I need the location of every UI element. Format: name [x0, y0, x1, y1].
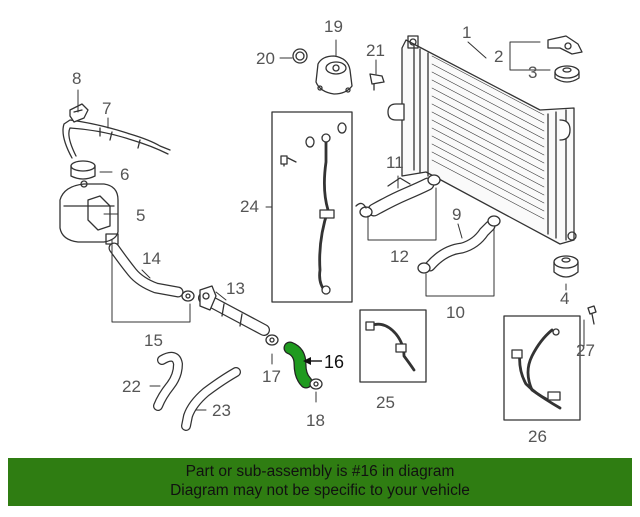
label-part-20: 20: [256, 49, 275, 68]
label-part-2: 2: [494, 47, 503, 66]
coolant-pipe-part: [198, 285, 270, 336]
radiator-part: [387, 35, 577, 245]
sub-assembly-box-24: [271, 111, 367, 303]
label-part-26: 26: [528, 427, 547, 446]
hose-clamps-12: [359, 174, 441, 218]
banner-line-2: Diagram may not be specific to your vehi…: [170, 482, 470, 499]
reservoir-cap-part: [70, 160, 96, 180]
label-part-12: 12: [390, 247, 409, 266]
sensor-part-21: [369, 73, 385, 91]
highlighted-hose-16: [283, 341, 313, 389]
label-part-7: 7: [102, 99, 111, 118]
label-part-13: 13: [226, 279, 245, 298]
label-part-16: 16: [324, 352, 344, 372]
label-part-6: 6: [120, 165, 129, 184]
hose-clamps-10: [417, 215, 501, 274]
sub-assembly-box-26: [503, 315, 581, 421]
hose-part-23: [181, 367, 241, 431]
label-part-22: 22: [122, 377, 141, 396]
thermostat-housing-part: [315, 55, 353, 95]
coolant-reservoir-part: [59, 180, 119, 245]
label-part-25: 25: [376, 393, 395, 412]
label-part-17: 17: [262, 367, 281, 386]
gasket-part-20: [292, 48, 308, 64]
label-part-4: 4: [560, 289, 569, 308]
part-labels: 1 2 3 4 5 6 7 8 9 10 11 12 13 14 15 16 1…: [72, 17, 595, 446]
label-part-21: 21: [366, 41, 385, 60]
hose-clip-part: [69, 103, 89, 123]
lower-mount-part: [553, 255, 579, 278]
sub-assembly-box-25: [359, 309, 427, 383]
overflow-hose-part: [62, 119, 171, 159]
banner-line-1: Part or sub-assembly is #16 in diagram: [185, 463, 455, 480]
bolt-part-27: [587, 305, 597, 325]
label-part-1: 1: [462, 23, 471, 42]
upper-bracket-part: [547, 35, 583, 55]
label-part-19: 19: [324, 17, 343, 36]
upper-radiator-hose-part: [367, 177, 435, 217]
hose-clamp-18: [309, 378, 323, 390]
label-part-18: 18: [306, 411, 325, 430]
callout-arrow-16: [303, 357, 322, 365]
label-part-8: 8: [72, 69, 81, 88]
label-part-11: 11: [386, 153, 404, 172]
hose-part-22: [153, 351, 183, 411]
reservoir-hose-part: [108, 242, 195, 302]
info-banner: Part or sub-assembly is #16 in diagram D…: [8, 458, 632, 506]
label-part-3: 3: [528, 63, 537, 82]
upper-mount-part: [554, 65, 580, 83]
label-part-24: 24: [240, 197, 259, 216]
leader-lines: [77, 39, 585, 411]
label-part-15: 15: [144, 331, 163, 350]
label-part-14: 14: [142, 249, 161, 268]
hose-clamp-17: [265, 334, 279, 346]
label-part-5: 5: [136, 206, 145, 225]
label-part-10: 10: [446, 303, 465, 322]
label-part-27: 27: [576, 341, 595, 360]
lower-radiator-hose-part: [424, 220, 496, 272]
label-part-23: 23: [212, 401, 231, 420]
label-part-9: 9: [452, 205, 461, 224]
